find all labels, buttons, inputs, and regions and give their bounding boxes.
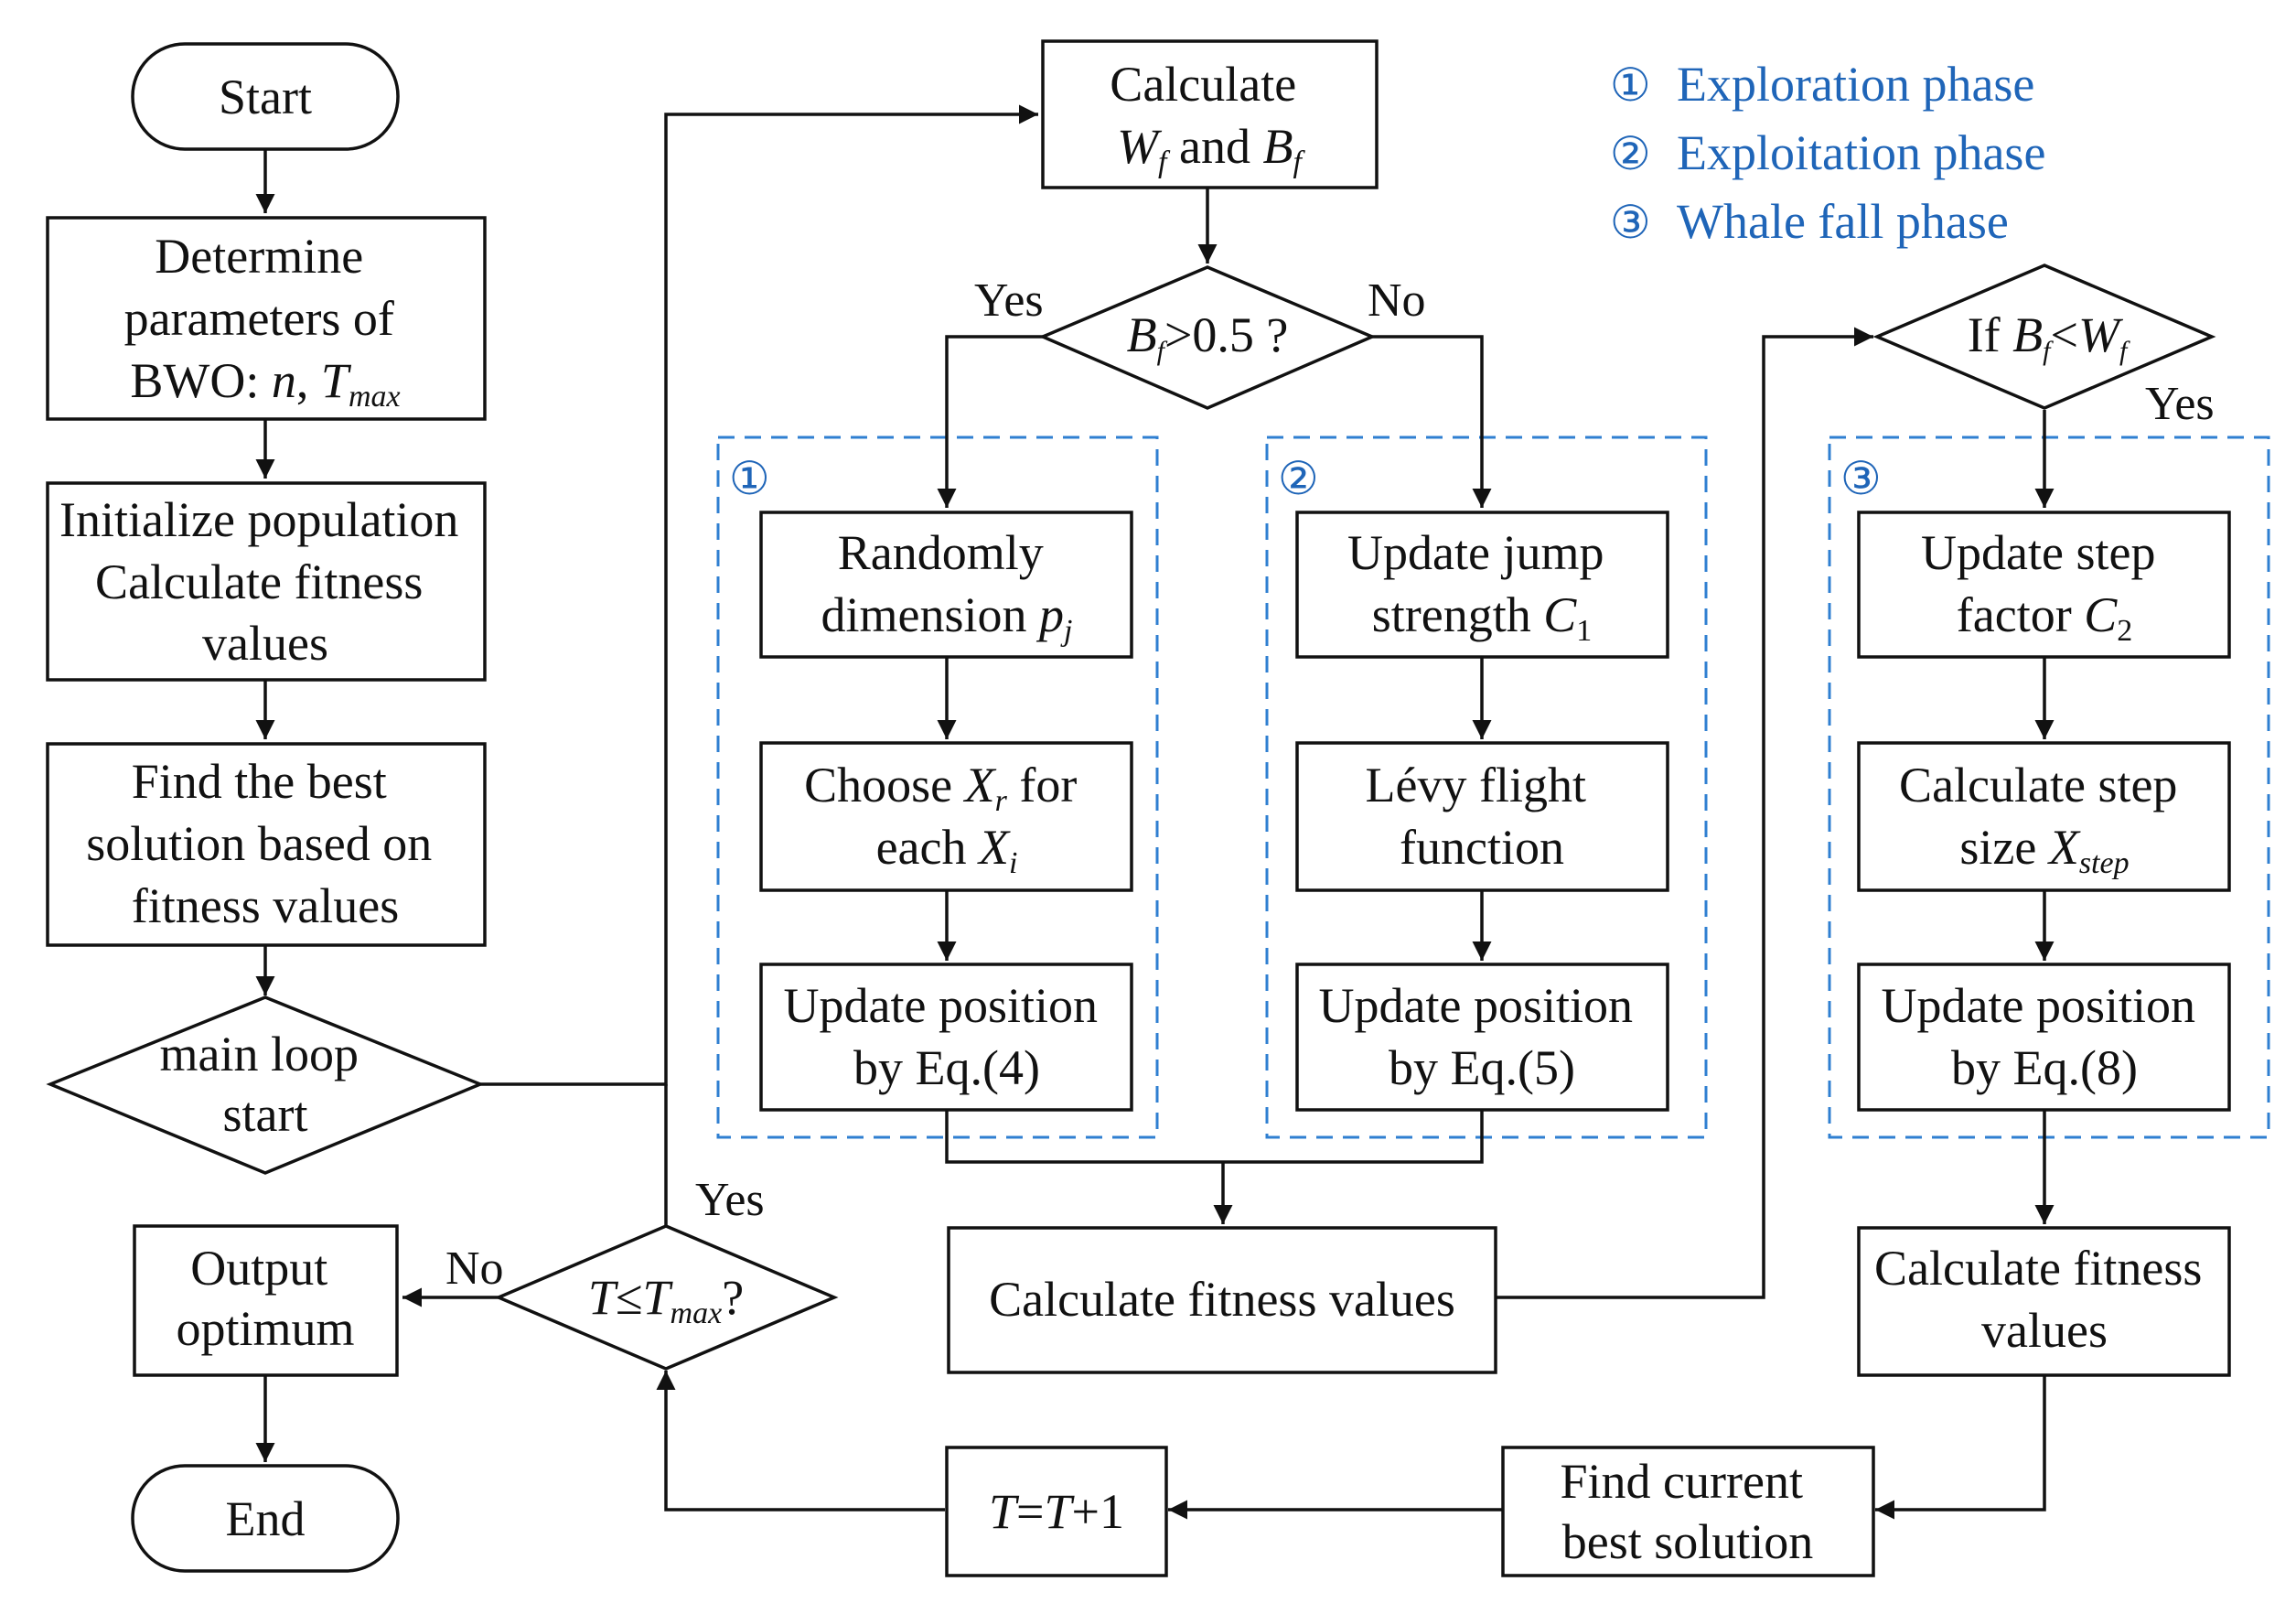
- update-jump-strength-box: [1295, 511, 1669, 659]
- increment-t-box: [945, 1446, 1168, 1577]
- start-label: Start: [219, 70, 312, 124]
- calculate-step-size-label: Calculate step size Xstep: [1899, 758, 2190, 880]
- exploration-phase-region: [716, 436, 1159, 1139]
- iteration-check-decision: [494, 1224, 839, 1371]
- arrow-eq4-merge: [945, 1110, 1484, 1164]
- initialize-population-box: [46, 481, 487, 682]
- update-position-eq8-label: Update position by Eq.(8): [1882, 978, 2208, 1095]
- choose-xr-box: [759, 741, 1133, 892]
- calculate-wf-bf-box: [1041, 39, 1379, 189]
- phase-mark-1: ①: [729, 452, 770, 505]
- randomly-dimension-box: [759, 511, 1133, 659]
- whale-fall-decision: [1872, 264, 2216, 410]
- connectors: [255, 104, 2055, 1520]
- iteration-check-label: T≤Tmax?: [588, 1270, 744, 1330]
- no-label-exploitation: No: [1368, 274, 1426, 327]
- update-step-factor-label: Update step factor C2: [1921, 525, 2168, 648]
- update-position-eq4-label: Update position by Eq.(4): [784, 978, 1110, 1095]
- find-best-label: Find the best solution based on fitness …: [86, 754, 444, 933]
- main-loop-label: main loop start: [160, 1027, 371, 1142]
- calculate-step-size-box: [1857, 741, 2231, 892]
- initialize-population-label: Initialize population Calculate fitness …: [59, 492, 471, 671]
- arrow-mainloop-calcwb: [480, 104, 1038, 1086]
- start-terminal: [131, 42, 400, 151]
- no-label-output: No: [445, 1243, 504, 1295]
- legend-mark-2: ②: [1610, 127, 1651, 180]
- bf-threshold-decision: [1038, 265, 1377, 410]
- legend-text-3: Whale fall phase: [1677, 194, 2009, 249]
- update-position-eq4-box: [759, 963, 1133, 1112]
- choose-xr-label: Choose Xr for each Xi: [804, 758, 1089, 880]
- main-loop-decision: [46, 995, 485, 1175]
- calculate-fitness-right-label: Calculate fitness values: [1874, 1241, 2215, 1358]
- find-current-best-label: Find current best solution: [1561, 1454, 1816, 1569]
- legend: ① Exploration phase ② Exploitation phase…: [1610, 57, 2045, 249]
- legend-text-2: Exploitation phase: [1677, 125, 2045, 180]
- yes-label-continue: Yes: [695, 1174, 765, 1226]
- update-position-eq5-box: [1295, 963, 1669, 1112]
- legend-text-1: Exploration phase: [1677, 57, 2034, 112]
- update-jump-strength-label: Update jump strength C1: [1347, 525, 1616, 648]
- arrow-decision-no: [1372, 335, 1492, 508]
- output-optimum-box: [133, 1224, 399, 1377]
- calculate-fitness-right-box: [1857, 1226, 2231, 1377]
- legend-mark-3: ③: [1610, 196, 1651, 249]
- arrow-increment-check: [656, 1371, 945, 1512]
- arrow-calcfit-findcurrent: [1875, 1375, 2046, 1520]
- yes-label-exploration: Yes: [974, 274, 1044, 327]
- update-step-factor-box: [1857, 511, 2231, 659]
- yes-label-whale-fall: Yes: [2145, 378, 2215, 430]
- bf-threshold-label: Bf>0.5 ?: [1127, 307, 1289, 366]
- levy-flight-box: [1295, 741, 1669, 892]
- end-terminal: [131, 1464, 400, 1573]
- calculate-fitness-mid-label: Calculate fitness values: [989, 1272, 1455, 1327]
- randomly-dimension-label: Randomly dimension pj: [821, 525, 1073, 648]
- phase-mark-3: ③: [1840, 452, 1882, 505]
- arrow-calcfit-whale: [1496, 327, 1873, 1299]
- levy-flight-label: Lévy flight function: [1366, 758, 1599, 875]
- whale-fall-phase-region: [1828, 436, 2270, 1139]
- determine-parameters-label: Determine parameters of BWO: n, Tmax: [124, 229, 407, 414]
- output-optimum-label: Output optimum: [176, 1241, 354, 1356]
- update-position-eq5-label: Update position by Eq.(5): [1319, 978, 1646, 1095]
- phase-mark-2: ②: [1278, 452, 1319, 505]
- legend-mark-1: ①: [1610, 59, 1651, 112]
- find-best-box: [46, 742, 487, 947]
- update-position-eq8-box: [1857, 963, 2231, 1112]
- exploitation-phase-region: [1265, 436, 1708, 1139]
- calculate-fitness-mid-box: [947, 1226, 1497, 1374]
- end-label: End: [226, 1491, 306, 1546]
- increment-t-label: T=T+1: [989, 1484, 1124, 1539]
- find-current-best-box: [1501, 1446, 1875, 1577]
- arrow-decision-yes: [937, 335, 1043, 508]
- determine-parameters-box: [46, 216, 487, 421]
- calculate-wf-bf-label: Calculate Wf and Bf: [1110, 57, 1308, 179]
